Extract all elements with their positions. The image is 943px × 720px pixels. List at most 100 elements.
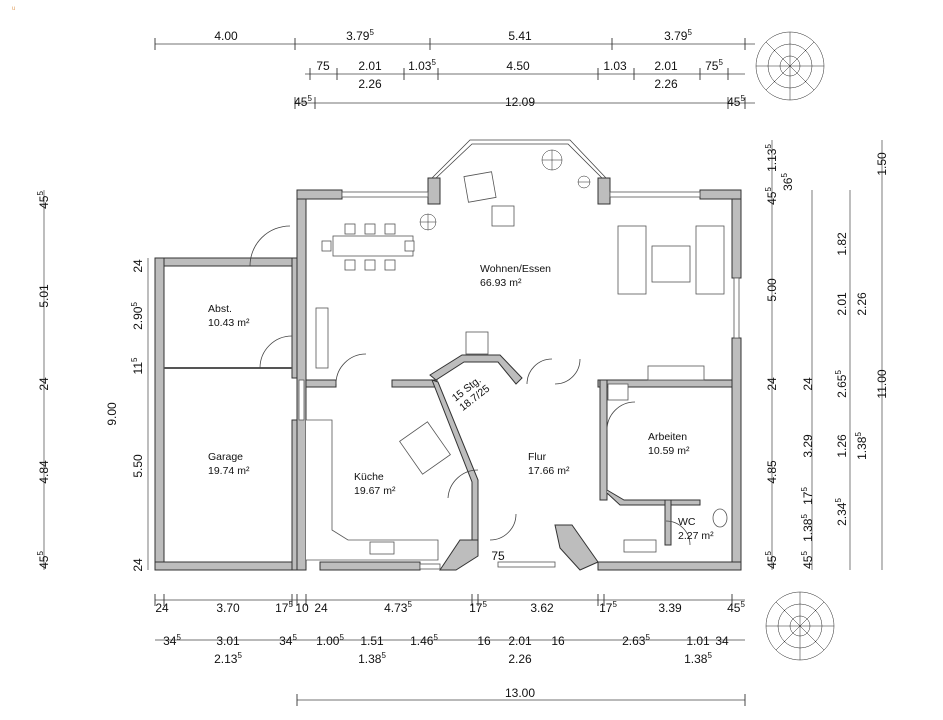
dim-right-c2-5: 1.385: [800, 514, 815, 542]
dim-bot-r2b-1: 2.135: [214, 651, 242, 666]
dim-right-c3-3: 1.26: [835, 434, 849, 458]
dim-left-inner-1: 24: [131, 259, 145, 273]
room-area-kueche: 19.67 m²: [354, 485, 396, 497]
right-dimension-text: 455 5.00 24 4.85 455 1.135 365 1.82 2.01…: [764, 144, 889, 569]
left-dimension-lines: [43, 190, 149, 570]
room-label-arbeiten: Arbeiten: [648, 431, 687, 443]
dim-top-r3-1: 455: [294, 94, 312, 109]
dim-left-1: 455: [36, 191, 51, 209]
dim-right-3: 24: [765, 377, 779, 391]
bottom-dimension-lines: [154, 594, 746, 706]
dim-top-r2b-1: 2.26: [358, 77, 382, 91]
dim-top-3: 5.41: [508, 29, 532, 43]
dim-top-r2-1: 75: [316, 59, 330, 73]
dim-bot-r2-5: 1.51: [360, 634, 384, 648]
dim-bot-4: 10: [295, 601, 309, 615]
room-area-wohnen: 66.93 m²: [480, 277, 522, 289]
dim-top-1: 4.00: [214, 29, 238, 43]
dim-bot-r2b-2: 1.385: [358, 651, 386, 666]
dim-left-3: 24: [37, 377, 51, 391]
dim-bot-9: 175: [599, 600, 617, 615]
dim-right-c3-2: 2.655: [834, 370, 849, 398]
dim-top-r3-3: 455: [727, 94, 745, 109]
room-area-arbeiten: 10.59 m²: [648, 445, 690, 457]
dim-bot-10: 3.39: [658, 601, 682, 615]
dim-bot-2: 3.70: [216, 601, 240, 615]
plant-icon: [419, 213, 437, 231]
dim-right-total: 11.00: [875, 369, 889, 398]
room-label-wohnen: Wohnen/Essen: [480, 263, 551, 275]
plant-icon: [541, 149, 563, 171]
room-area-garage: 19.74 m²: [208, 465, 250, 477]
dim-bot-r2-7: 16: [477, 634, 491, 648]
room-label-abst: Abst.: [208, 303, 232, 315]
dim-bot-r2-6: 1.465: [410, 633, 438, 648]
dim-right-c2-2: 2.01: [835, 292, 849, 316]
dim-bot-r2-2: 3.01: [216, 634, 240, 648]
dim-bot-r2-11: 1.01: [686, 634, 710, 648]
dim-top-r2-2: 2.01: [358, 59, 382, 73]
dim-left-total: 9.00: [105, 402, 119, 426]
dim-right-c2-7: 175: [800, 487, 815, 505]
dim-bot-r2-12: 34: [715, 634, 729, 648]
dim-bot-8: 3.62: [530, 601, 554, 615]
dim-right-c3-4: 1.385: [854, 432, 869, 460]
dim-top-r2-5: 1.03: [603, 59, 627, 73]
room-area-flur: 17.66 m²: [528, 465, 570, 477]
dim-bot-5: 24: [314, 601, 328, 615]
windows: [298, 191, 740, 570]
logo-line: u: [12, 6, 16, 12]
tree-icon: [765, 591, 835, 661]
dim-right-1: 455: [764, 187, 779, 205]
furniture: [306, 171, 728, 561]
room-label-garage: Garage: [208, 451, 243, 463]
dim-left-inner-2: 2.905: [130, 302, 145, 330]
dim-bot-r2-3: 345: [279, 633, 297, 648]
room-label-wc: WC: [678, 516, 696, 528]
dim-bot-3: 175: [275, 600, 293, 615]
dim-bot-1: 24: [155, 601, 169, 615]
dim-right-top-1: 1.135: [764, 144, 779, 172]
dim-right-c3-5: 2.345: [834, 498, 849, 526]
dim-right-c4-1: 1.50: [875, 152, 889, 176]
dim-bot-6: 4.735: [384, 600, 412, 615]
top-dimension-lines: [154, 38, 755, 109]
dim-bot-r2b-4: 1.385: [684, 651, 712, 666]
room-area-wc: 2.27 m²: [678, 530, 714, 542]
dim-left-inner-3: 115: [130, 357, 145, 374]
dim-top-r2-6: 2.01: [654, 59, 678, 73]
dim-left-inner-5: 24: [131, 558, 145, 572]
dim-top-r2-3: 1.035: [408, 58, 436, 73]
tree-icon: [755, 31, 825, 101]
dim-right-c2-6: 455: [800, 551, 815, 569]
dim-bot-r2-1: 345: [163, 633, 181, 648]
dim-right-c3-1: 2.26: [855, 292, 869, 316]
dim-left-4: 4.84: [37, 460, 51, 484]
dim-bot-7: 175: [469, 600, 487, 615]
walls: [154, 139, 742, 571]
doors: [249, 225, 691, 546]
dim-right-2: 5.00: [765, 278, 779, 302]
room-label-kueche: Küche: [354, 471, 384, 483]
bottom-dimension-text: 24 3.70 175 10 24 4.735 175 3.62 175 3.3…: [155, 549, 745, 700]
dim-left-inner-4: 5.50: [131, 454, 145, 478]
room-area-abst: 10.43 m²: [208, 317, 250, 329]
room-label-flur: Flur: [528, 451, 547, 463]
dim-bot-r2-8: 2.01: [508, 634, 532, 648]
dim-top-r2-4: 4.50: [506, 59, 530, 73]
dim-bot-r2-9: 16: [551, 634, 565, 648]
dim-right-c2-4: 3.29: [801, 434, 815, 458]
logo: u: [12, 6, 15, 13]
dim-top-r2b-2: 2.26: [654, 77, 678, 91]
dim-bot-r2b-3: 2.26: [508, 652, 532, 666]
dim-door: 75: [491, 549, 505, 563]
dim-left-5: 455: [36, 551, 51, 569]
right-dimension-lines: [771, 140, 883, 570]
dim-right-5: 455: [764, 551, 779, 569]
dim-top-4: 3.795: [664, 28, 692, 43]
top-dimension-text: 4.00 3.795 5.41 3.795 75 2.01 1.035 4.50…: [214, 28, 745, 109]
dim-left-2: 5.01: [37, 284, 51, 308]
plant-icons: [419, 31, 835, 661]
dim-bot-r2-4: 1.005: [316, 633, 344, 648]
